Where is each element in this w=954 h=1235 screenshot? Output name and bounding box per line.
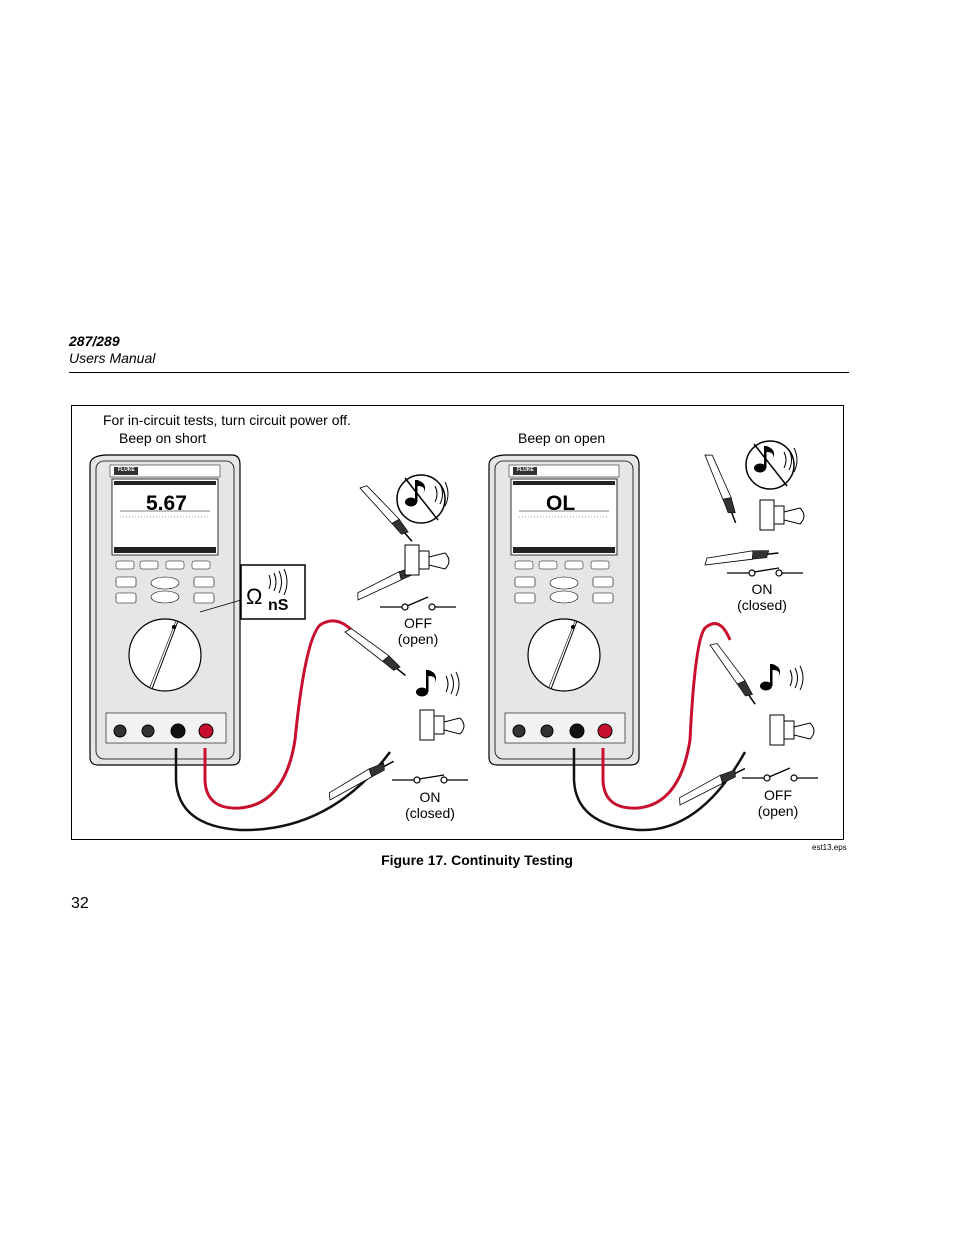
page-number: 32 — [71, 895, 89, 912]
header-model: 287/289 — [69, 333, 120, 349]
right-on-sub: (closed) — [737, 597, 787, 613]
left-black-lead — [174, 748, 391, 832]
left-off-sub: (open) — [397, 631, 439, 647]
right-black-lead — [572, 748, 747, 832]
left-no-beep-icon — [396, 474, 449, 524]
left-display-reading: 5.67 — [146, 492, 187, 515]
right-beep-icon — [759, 663, 804, 691]
right-off-label: OFF (open) — [748, 787, 808, 819]
left-lower-switch — [419, 709, 465, 741]
left-off-label: OFF (open) — [388, 615, 448, 647]
ohm-symbol: Ω — [246, 584, 263, 609]
label-beep-on-open: Beep on open — [518, 430, 606, 446]
left-beep-icon — [415, 669, 460, 697]
figure-caption: Figure 17. Continuity Testing — [381, 852, 573, 868]
header-manual-title: Users Manual — [69, 350, 156, 366]
right-meter-brand: FLUKE — [517, 467, 534, 473]
right-red-lead — [601, 622, 732, 810]
right-lower-switch — [769, 714, 815, 746]
label-beep-on-short: Beep on short — [119, 430, 207, 446]
file-reference: est13.eps — [812, 843, 847, 852]
left-open-switch-symbol — [379, 596, 457, 611]
left-closed-switch-symbol — [392, 774, 468, 784]
left-off-state: OFF — [404, 615, 432, 631]
right-closed-switch-symbol — [727, 567, 803, 577]
ns-label: nS — [268, 597, 289, 614]
right-off-sub: (open) — [757, 803, 799, 819]
ohm-ns-inset — [240, 564, 306, 620]
right-on-label: ON (closed) — [730, 581, 794, 613]
figure-frame — [71, 405, 844, 840]
left-red-lead — [203, 619, 362, 810]
header-rule — [69, 372, 849, 373]
left-on-sub: (closed) — [405, 805, 455, 821]
right-off-state: OFF — [764, 787, 792, 803]
left-on-state: ON — [419, 789, 441, 805]
figure-note: For in-circuit tests, turn circuit power… — [103, 412, 351, 428]
left-on-label: ON (closed) — [398, 789, 462, 821]
left-meter-brand: FLUKE — [118, 467, 135, 473]
right-no-beep-icon — [745, 440, 798, 490]
left-upper-switch — [404, 544, 450, 576]
right-open-switch-symbol — [741, 767, 819, 782]
right-on-state: ON — [751, 581, 773, 597]
right-upper-switch — [759, 499, 805, 531]
right-display-reading: OL — [546, 492, 576, 515]
